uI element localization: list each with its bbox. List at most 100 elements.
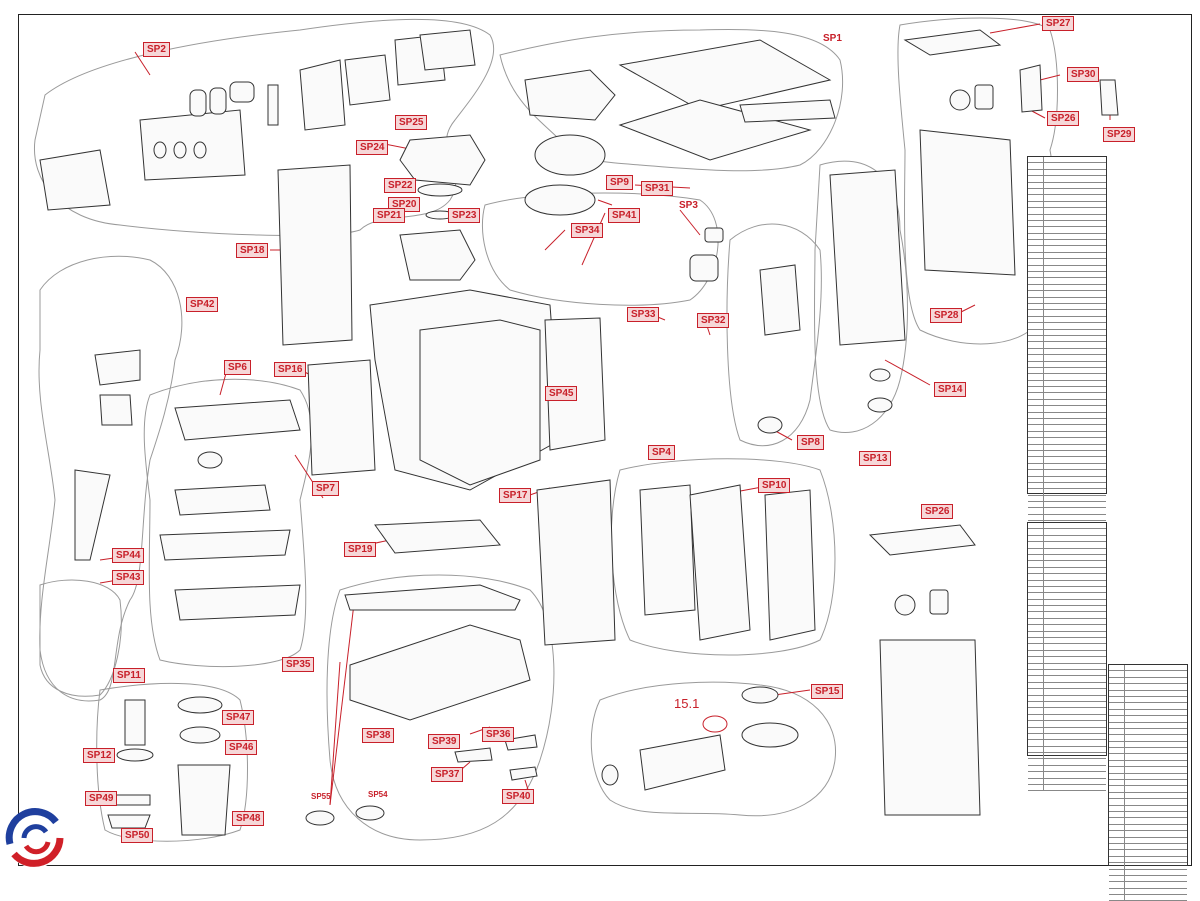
parts-list-row <box>1028 765 1106 773</box>
callout-sp13: SP13 <box>859 451 892 466</box>
callout-sp42: SP42 <box>186 297 219 312</box>
parts-list-row <box>1028 457 1106 464</box>
callout-sp40: SP40 <box>502 789 535 804</box>
parts-list-row <box>1109 709 1187 717</box>
parts-list-row <box>1028 208 1106 215</box>
parts-list-row <box>1028 714 1106 722</box>
parts-list-row <box>1109 696 1187 704</box>
parts-list-row <box>1028 374 1106 381</box>
parts-list-row <box>1028 740 1106 747</box>
parts-list-row <box>1109 671 1187 678</box>
callout-sp43: SP43 <box>112 570 145 585</box>
parts-list-row <box>1109 780 1187 787</box>
parts-list-row <box>1028 701 1106 709</box>
parts-list-row <box>1028 367 1106 375</box>
parts-list-row <box>1028 733 1106 741</box>
parts-list-row <box>1028 618 1106 626</box>
callout-sp48: SP48 <box>232 811 265 826</box>
parts-list-row <box>1109 895 1187 901</box>
parts-list-row <box>1028 355 1106 362</box>
parts-list-row <box>1028 676 1106 683</box>
parts-list-row <box>1109 690 1187 697</box>
parts-list-row <box>1028 425 1106 432</box>
parts-list-row <box>1028 593 1106 600</box>
callout-sp46: SP46 <box>225 740 258 755</box>
callout-sp47: SP47 <box>222 710 255 725</box>
parts-list-row <box>1109 735 1187 742</box>
callout-sp35: SP35 <box>282 657 315 672</box>
callout-sp34: SP34 <box>571 223 604 238</box>
parts-list-row <box>1109 824 1187 832</box>
parts-list-row <box>1109 728 1187 736</box>
parts-list-row <box>1028 342 1106 349</box>
callout-sp6: SP6 <box>224 360 251 375</box>
parts-list-row <box>1109 811 1187 819</box>
callout-sp12: SP12 <box>83 748 116 763</box>
callout-sp4: SP4 <box>648 445 675 460</box>
group-outline-sp3 <box>482 192 719 306</box>
parts-list-row <box>1109 792 1187 800</box>
parts-list-row <box>1028 663 1106 670</box>
group-outline-sp15 <box>590 681 837 817</box>
parts-list-row <box>1028 650 1106 658</box>
group-outline-sp42 <box>38 255 183 702</box>
parts-list-row <box>1109 773 1187 781</box>
callout-sp45: SP45 <box>545 386 578 401</box>
parts-list-row <box>1109 754 1187 761</box>
callout-sp21: SP21 <box>373 208 406 223</box>
callout-sp28: SP28 <box>930 308 963 323</box>
callout-sp15: SP15 <box>811 684 844 699</box>
parts-list-row <box>1028 195 1106 202</box>
exploded-parts-diagram: SP2 SP1 SP27 SP30 SP26 SP29 SP25 SP24 SP… <box>5 14 1192 901</box>
parts-list-row <box>1028 682 1106 690</box>
parts-list-row <box>1109 684 1187 691</box>
parts-list-row <box>1028 335 1106 343</box>
parts-list-row <box>1028 259 1106 266</box>
callout-sp3: SP3 <box>679 200 698 211</box>
callout-sp2: SP2 <box>143 42 170 57</box>
parts-list-row <box>1028 412 1106 420</box>
parts-list-row <box>1028 759 1106 766</box>
parts-list-row <box>1028 612 1106 619</box>
callout-sp36: SP36 <box>482 727 515 742</box>
parts-list-row <box>1109 818 1187 825</box>
callout-sp18: SP18 <box>236 243 269 258</box>
parts-list-row <box>1109 850 1187 857</box>
parts-list-row <box>1028 567 1106 575</box>
callout-sp7: SP7 <box>312 481 339 496</box>
parts-list-row <box>1028 586 1106 594</box>
parts-list-row <box>1028 778 1106 786</box>
callout-sp16: SP16 <box>274 362 307 377</box>
parts-list-table-2 <box>1027 522 1107 792</box>
parts-list-row <box>1028 631 1106 639</box>
callout-ref-15-1: 15.1 <box>674 696 700 711</box>
callout-sp32: SP32 <box>697 313 730 328</box>
parts-list-row <box>1028 599 1106 607</box>
parts-list-row <box>1028 316 1106 324</box>
parts-list-table-1 <box>1027 156 1107 554</box>
callout-sp10: SP10 <box>758 478 791 493</box>
callout-sp17: SP17 <box>499 488 532 503</box>
parts-list-row <box>1028 188 1106 196</box>
callout-sp37: SP37 <box>431 767 464 782</box>
parts-list-row <box>1028 529 1106 536</box>
parts-list-row <box>1028 508 1106 515</box>
callout-sp30: SP30 <box>1067 67 1100 82</box>
callout-sp8: SP8 <box>797 435 824 450</box>
parts-list-row <box>1028 246 1106 253</box>
parts-list-row <box>1109 786 1187 793</box>
parts-list-row <box>1028 201 1106 209</box>
callout-sp9: SP9 <box>606 175 633 190</box>
parts-list-row <box>1109 856 1187 864</box>
parts-list-row <box>1028 625 1106 632</box>
parts-list-row <box>1028 284 1106 292</box>
callout-sp23: SP23 <box>448 208 481 223</box>
parts-list-row <box>1028 272 1106 279</box>
group-outline-sp47 <box>96 682 248 842</box>
parts-list-row <box>1028 348 1106 356</box>
parts-list-row <box>1028 548 1106 555</box>
parts-list-row <box>1028 329 1106 336</box>
callout-sp29: SP29 <box>1103 127 1136 142</box>
parts-list-row <box>1028 542 1106 549</box>
callout-sp24: SP24 <box>356 140 389 155</box>
